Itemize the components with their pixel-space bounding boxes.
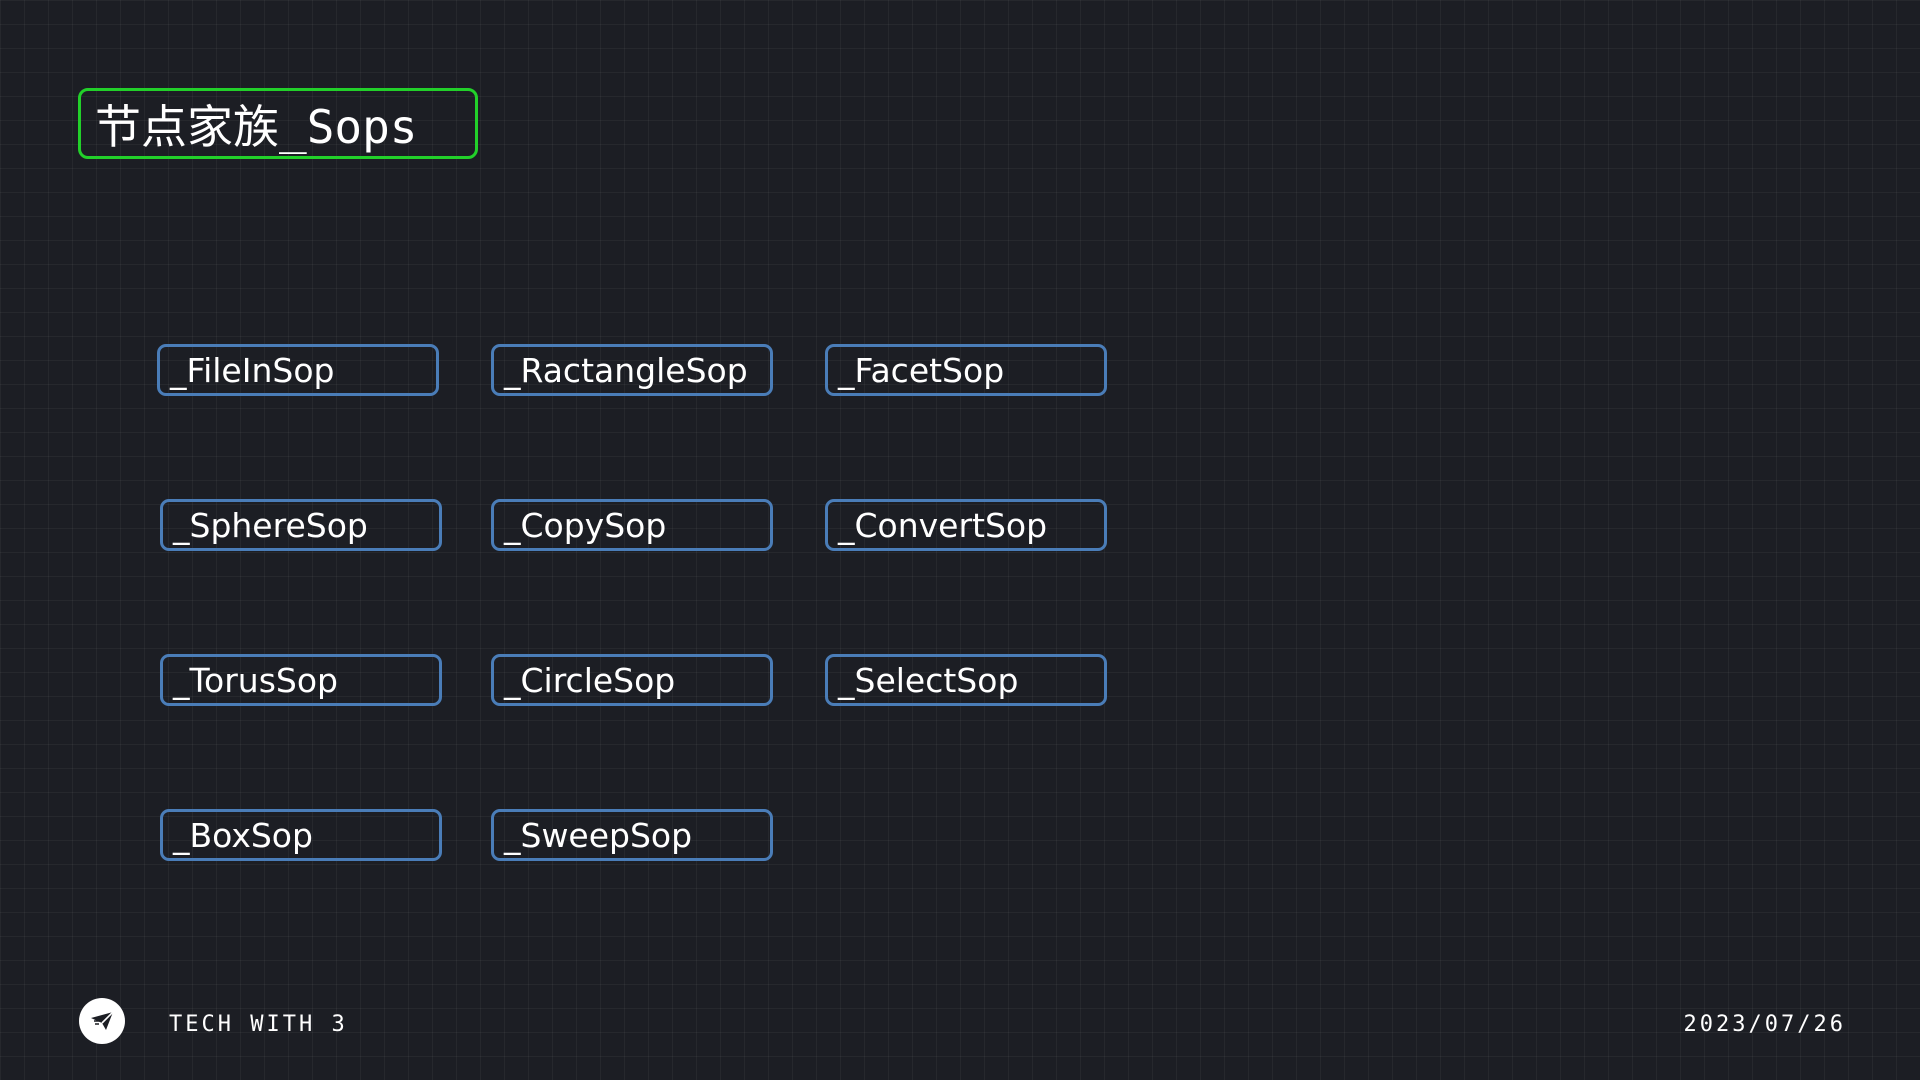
node-sweepsop[interactable]: _SweepSop [491, 809, 773, 861]
node-spheresop[interactable]: _SphereSop [160, 499, 442, 551]
page-title-box: 节点家族_Sops [78, 88, 478, 159]
node-fileinsop[interactable]: _FileInSop [157, 344, 439, 396]
node-copysop[interactable]: _CopySop [491, 499, 773, 551]
page-title: 节点家族_Sops [95, 99, 418, 154]
node-facetsop[interactable]: _FacetSop [825, 344, 1107, 396]
node-ractanglesop[interactable]: _RactangleSop [491, 344, 773, 396]
footer-brand: TECH WITH 3 [169, 1012, 348, 1037]
paper-plane-icon [79, 998, 125, 1044]
node-circlesop[interactable]: _CircleSop [491, 654, 773, 706]
node-convertsop[interactable]: _ConvertSop [825, 499, 1107, 551]
node-boxsop[interactable]: _BoxSop [160, 809, 442, 861]
footer-date: 2023/07/26 [1683, 1012, 1846, 1037]
node-torussop[interactable]: _TorusSop [160, 654, 442, 706]
node-selectsop[interactable]: _SelectSop [825, 654, 1107, 706]
